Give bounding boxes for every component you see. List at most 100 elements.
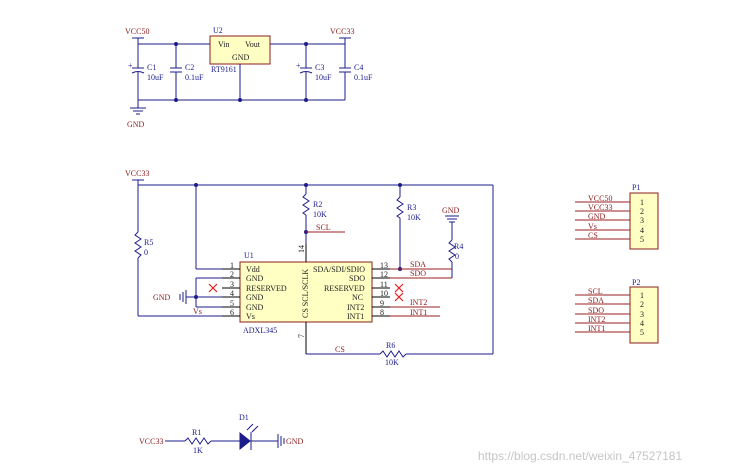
net-scl-label: SCL — [316, 223, 331, 232]
r4-value: 0 — [455, 252, 459, 261]
adxl-vertical-label: CS SCL/SCLK — [301, 269, 310, 318]
svg-text:VCC33: VCC33 — [588, 203, 612, 212]
r3-ref: R3 — [407, 203, 416, 212]
gnd-led-label: GND — [286, 437, 304, 446]
led-section: VCC33 R1 1K D1 GND — [139, 413, 304, 455]
c2-ref: C2 — [185, 63, 194, 72]
r2-resistor — [302, 193, 310, 216]
svg-text:2: 2 — [640, 300, 644, 309]
gnd-r4-label: GND — [442, 206, 460, 215]
r1-value: 1K — [193, 446, 203, 455]
svg-text:1: 1 — [640, 291, 644, 300]
led-ref: D1 — [239, 413, 249, 422]
gnd-top-label: GND — [127, 120, 145, 129]
c4-ref: C4 — [354, 63, 363, 72]
r2-value: 10K — [313, 210, 327, 219]
net-cs-label: CS — [335, 345, 345, 354]
svg-text:SDO: SDO — [588, 306, 604, 315]
svg-text:2: 2 — [230, 270, 234, 279]
svg-text:4: 4 — [640, 226, 644, 235]
c3-ref: C3 — [315, 63, 324, 72]
regulator-vin: Vin — [218, 40, 230, 49]
r6-ref: R6 — [386, 341, 395, 350]
svg-text:SCL: SCL — [588, 287, 603, 296]
led-diode — [239, 431, 251, 451]
svg-text:4: 4 — [640, 319, 644, 328]
svg-text:RESERVED: RESERVED — [246, 284, 287, 293]
adxl-section: VCC33 R5 0 Vs R2 10K SCL R3 10K — [125, 169, 494, 367]
c2-value: 0.1uF — [185, 73, 204, 82]
regulator-gnd: GND — [232, 53, 250, 62]
gnd-adxl-label: GND — [153, 293, 171, 302]
p1-ref: P1 — [632, 183, 640, 192]
svg-text:1: 1 — [640, 198, 644, 207]
svg-text:5: 5 — [640, 235, 644, 244]
net-sda-label: SDA — [410, 260, 426, 269]
r4-ref: R4 — [454, 242, 463, 251]
r4-resistor — [448, 239, 456, 263]
vcc33-left-label: VCC33 — [125, 169, 149, 178]
svg-text:INT2: INT2 — [347, 303, 364, 312]
r2-ref: R2 — [313, 200, 322, 209]
svg-text:3: 3 — [640, 310, 644, 319]
adxl-pin14: 14 — [297, 245, 306, 253]
svg-text:RESERVED: RESERVED — [324, 284, 365, 293]
svg-text:12: 12 — [380, 270, 388, 279]
svg-text:INT2: INT2 — [588, 315, 605, 324]
connector-p1: P1 VCC50 VCC33 GND Vs CS 1 2 3 4 5 — [575, 183, 659, 250]
c1-ref: C1 — [147, 63, 156, 72]
r5-ref: R5 — [144, 238, 153, 247]
svg-text:CS: CS — [588, 231, 598, 240]
r5-resistor — [134, 231, 142, 259]
svg-text:Vs: Vs — [588, 222, 597, 231]
c4-value: 0.1uF — [354, 73, 373, 82]
svg-text:1: 1 — [230, 261, 234, 270]
adxl-ref: U1 — [244, 251, 254, 260]
power-section: VCC50 VCC33 U2 Vin Vout GND RT9161 + C1 … — [125, 26, 373, 129]
r1-ref: R1 — [192, 428, 201, 437]
vcc33-top-label: VCC33 — [330, 27, 354, 36]
net-sdo-label: SDO — [410, 269, 426, 278]
c1-value: 10uF — [147, 73, 164, 82]
svg-text:11: 11 — [380, 280, 388, 289]
svg-text:NC: NC — [352, 293, 363, 302]
adxl-part: ADXL345 — [243, 326, 277, 335]
regulator-ref: U2 — [213, 26, 223, 35]
svg-text:SDA: SDA — [588, 296, 604, 305]
svg-text:Vs: Vs — [246, 312, 255, 321]
svg-text:5: 5 — [640, 328, 644, 337]
svg-text:9: 9 — [380, 299, 384, 308]
p2-ref: P2 — [632, 278, 640, 287]
r6-resistor — [379, 350, 407, 358]
r1-resistor — [184, 437, 212, 445]
svg-text:10: 10 — [380, 289, 388, 298]
adxl-right-pins: 13 12 11 10 9 8 SDA/SDI/SDIO SDO RESERVE… — [313, 261, 390, 321]
vcc50-label: VCC50 — [125, 27, 149, 36]
adxl345-chip — [239, 261, 373, 323]
svg-text:GND: GND — [246, 274, 264, 283]
vcc33-led-label: VCC33 — [139, 437, 163, 446]
svg-text:INT1: INT1 — [588, 324, 605, 333]
svg-text:Vdd: Vdd — [246, 265, 260, 274]
svg-text:GND: GND — [246, 293, 264, 302]
svg-text:INT1: INT1 — [347, 312, 364, 321]
svg-text:5: 5 — [230, 299, 234, 308]
c3-plus: + — [296, 61, 301, 70]
r6-value: 10K — [385, 358, 399, 367]
r3-resistor — [396, 196, 404, 219]
net-int2-label: INT2 — [410, 298, 427, 307]
svg-text:4: 4 — [230, 289, 234, 298]
adxl-left-pins: 1 2 3 4 5 6 Vdd GND RESERVED GND GND Vs — [222, 261, 287, 321]
net-vs-label: Vs — [193, 307, 202, 316]
net-int1-label: INT1 — [410, 308, 427, 317]
r3-value: 10K — [407, 213, 421, 222]
c3-value: 10uF — [315, 73, 332, 82]
regulator-part: RT9161 — [211, 65, 237, 74]
svg-text:SDA/SDI/SDIO: SDA/SDI/SDIO — [313, 265, 365, 274]
r5-value: 0 — [144, 248, 148, 257]
watermark: https://blog.csdn.net/weixin_47527181 — [478, 449, 683, 463]
svg-text:6: 6 — [230, 308, 234, 317]
svg-text:GND: GND — [588, 212, 606, 221]
connector-p2: P2 SCL SDA SDO INT2 INT1 1 2 3 4 5 — [575, 278, 659, 344]
